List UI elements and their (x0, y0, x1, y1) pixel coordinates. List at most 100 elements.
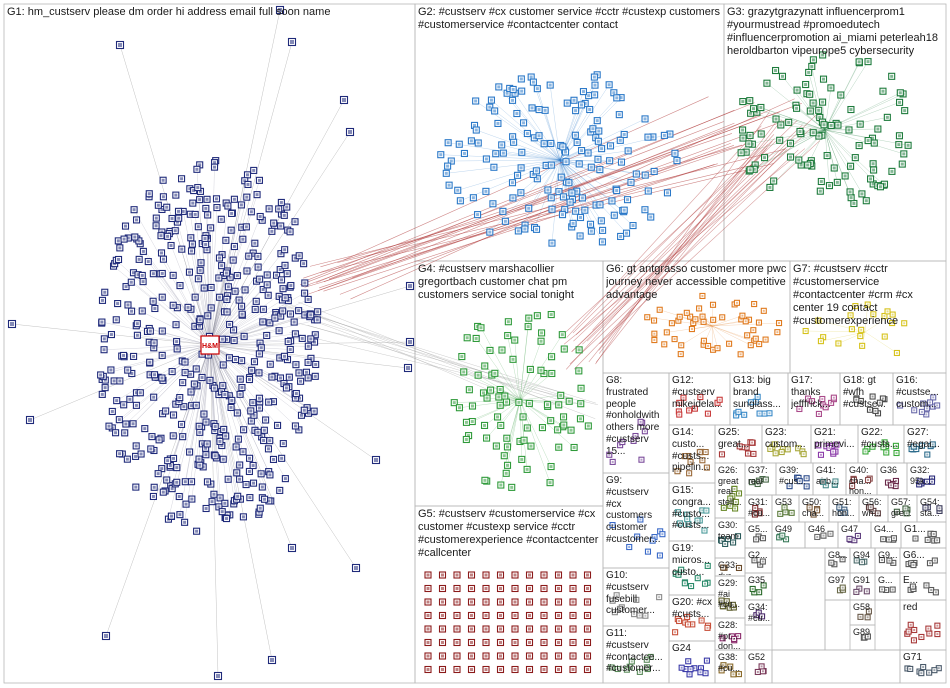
node-avatar (513, 339, 516, 342)
node-avatar (586, 574, 589, 577)
node-avatar (488, 231, 491, 234)
node-avatar (612, 600, 614, 602)
node-avatar (236, 274, 239, 277)
node-avatar (784, 511, 786, 513)
node-avatar (817, 135, 820, 138)
node-avatar (10, 322, 14, 326)
node-avatar (504, 220, 507, 223)
node-avatar (895, 445, 897, 447)
node-avatar (278, 356, 281, 359)
node-avatar (138, 258, 141, 261)
node-avatar (706, 627, 708, 629)
node-avatar (933, 533, 935, 535)
node-avatar (204, 237, 207, 240)
node-avatar (175, 466, 178, 469)
node-avatar (822, 535, 824, 537)
node-avatar (214, 425, 217, 428)
node-avatar (572, 587, 575, 590)
node-avatar (184, 361, 187, 364)
node-avatar (882, 538, 884, 540)
node-avatar (254, 308, 257, 311)
node-avatar (290, 40, 294, 44)
node-avatar (652, 540, 654, 542)
node-avatar (867, 616, 869, 618)
node-avatar (531, 106, 534, 109)
node-avatar (278, 489, 281, 492)
node-avatar (247, 255, 250, 258)
node-avatar (752, 588, 754, 590)
node-avatar (240, 305, 243, 308)
node-avatar (559, 394, 562, 397)
node-avatar (160, 467, 163, 470)
node-avatar (307, 376, 310, 379)
node-avatar (456, 614, 459, 617)
node-avatar (752, 329, 754, 331)
node-avatar (272, 222, 275, 225)
node-avatar (135, 404, 138, 407)
node-avatar (528, 601, 531, 604)
node-avatar (136, 334, 139, 337)
node-avatar (227, 478, 230, 481)
node-avatar (927, 628, 929, 630)
node-avatar (903, 322, 905, 324)
node-avatar (659, 554, 661, 556)
node-avatar (699, 671, 701, 673)
node-avatar (348, 130, 352, 134)
node-avatar (205, 507, 208, 510)
node-avatar (567, 181, 570, 184)
node-avatar (134, 455, 137, 458)
node-avatar (906, 512, 908, 514)
node-avatar (240, 203, 243, 206)
node-avatar (456, 601, 459, 604)
node-avatar (499, 641, 502, 644)
node-avatar (791, 512, 793, 514)
node-avatar (822, 336, 824, 338)
node-avatar (228, 323, 231, 326)
node-avatar (612, 524, 614, 526)
node-avatar (427, 614, 430, 617)
node-avatar (528, 574, 531, 577)
node-avatar (881, 90, 884, 93)
node-avatar (557, 668, 560, 671)
panel-g23 (762, 425, 811, 463)
node-avatar (758, 322, 760, 324)
node-avatar (549, 142, 552, 145)
node-avatar (678, 414, 680, 416)
node-avatar (225, 517, 228, 520)
node-avatar (732, 673, 734, 675)
node-avatar (170, 515, 173, 518)
node-avatar (798, 408, 800, 410)
node-avatar (230, 212, 233, 215)
node-avatar (938, 667, 940, 669)
node-avatar (499, 614, 502, 617)
node-avatar (195, 530, 198, 533)
node-avatar (153, 373, 156, 376)
node-avatar (684, 668, 686, 670)
node-avatar (233, 339, 236, 342)
node-avatar (817, 320, 819, 322)
panel-g47 (838, 522, 871, 548)
node-avatar (729, 505, 731, 507)
node-avatar (272, 458, 275, 461)
node-avatar (456, 641, 459, 644)
node-avatar (932, 406, 934, 408)
node-avatar (257, 266, 260, 269)
node-avatar (600, 147, 603, 150)
node-avatar (579, 402, 582, 405)
node-avatar (493, 372, 496, 375)
node-avatar (639, 614, 641, 616)
node-avatar (260, 472, 263, 475)
node-avatar (197, 277, 200, 280)
node-avatar (477, 141, 480, 144)
node-avatar (755, 538, 757, 540)
edge (293, 322, 562, 393)
node-avatar (817, 444, 819, 446)
node-avatar (874, 410, 876, 412)
node-avatar (639, 519, 641, 521)
node-avatar (543, 574, 546, 577)
node-avatar (243, 335, 246, 338)
node-avatar (757, 396, 759, 398)
node-avatar (653, 170, 656, 173)
node-avatar (651, 135, 654, 138)
node-avatar (623, 209, 626, 212)
